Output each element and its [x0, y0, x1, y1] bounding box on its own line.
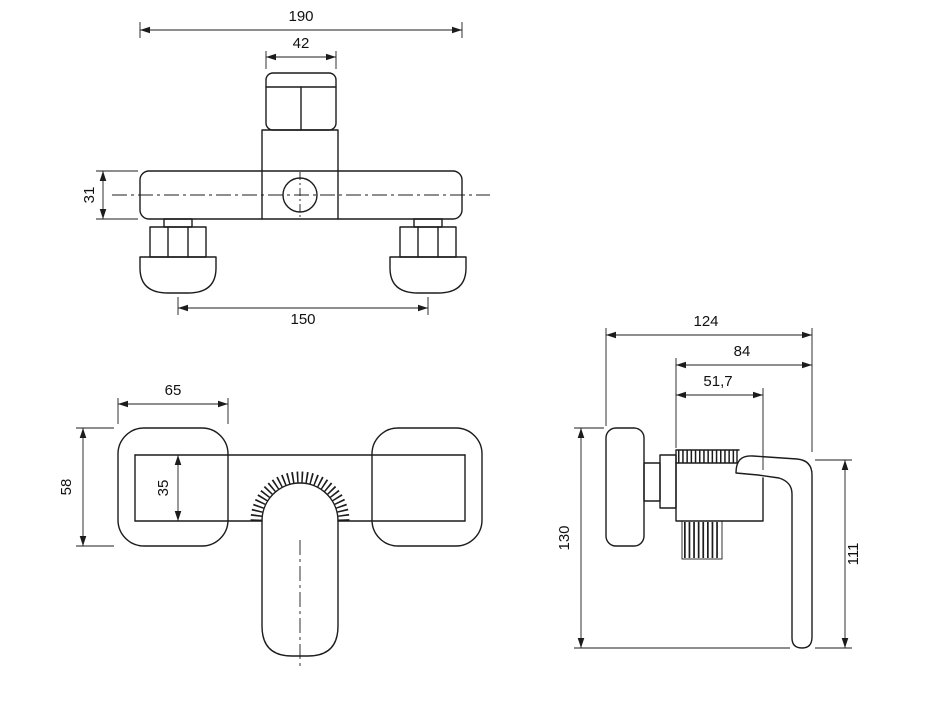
- front-left-mount: [139, 218, 217, 294]
- dim-front-body-height: 31: [81, 170, 138, 220]
- dim-line: [675, 358, 812, 448]
- side-wall-flange: [605, 427, 645, 547]
- collar-knurl-band: [250, 471, 350, 522]
- right-nut-slots: [417, 226, 439, 258]
- dim-arrow: [178, 304, 188, 312]
- dim-line: [117, 398, 229, 424]
- dim-label-body-depth: 35: [155, 480, 172, 497]
- collar-inner-arc: [261, 482, 339, 522]
- dim-arrow: [218, 400, 228, 408]
- dim-arrow: [99, 171, 107, 181]
- dim-arrow: [118, 400, 128, 408]
- dim-side-total-height: 130: [556, 427, 790, 649]
- dim-arrow: [418, 304, 428, 312]
- dim-line: [76, 427, 114, 547]
- dim-arrow: [841, 460, 849, 470]
- dim-arrow: [577, 428, 585, 438]
- side-view: 124 84 51,7 130 111: [556, 313, 862, 649]
- dim-label-total-height: 130: [556, 525, 573, 550]
- dim-arrow: [676, 391, 686, 399]
- dim-arrow: [174, 455, 182, 465]
- dim-arrow: [841, 638, 849, 648]
- dim-arrow: [79, 428, 87, 438]
- dim-arrow: [140, 26, 150, 34]
- dim-label-body-depth: 84: [734, 343, 751, 360]
- dim-arrow: [802, 361, 812, 369]
- dim-arrow: [802, 331, 812, 339]
- dim-arrow: [326, 53, 336, 61]
- dim-plan-flange-depth: 58: [58, 427, 114, 547]
- dim-side-handle-drop: 111: [815, 459, 862, 649]
- dim-arrow: [99, 209, 107, 219]
- dim-front-handle-width: 42: [265, 35, 337, 69]
- dim-label-cartridge-depth: 51,7: [703, 373, 732, 390]
- left-mount-neck: [163, 218, 193, 228]
- plan-right-flange: [371, 427, 483, 547]
- dim-side-body-depth: 84: [675, 343, 812, 448]
- body-outline: [675, 449, 764, 522]
- plan-body-bar: [134, 454, 466, 522]
- dim-plan-body-depth: 35: [155, 455, 182, 521]
- body-knurl-edges: [675, 449, 738, 464]
- top-view: 65 58 35: [58, 382, 483, 668]
- dim-arrow: [753, 391, 763, 399]
- dim-label-total-depth: 124: [693, 313, 718, 330]
- dim-side-cartridge-depth: 51,7: [676, 373, 764, 470]
- left-mount-nut: [149, 226, 207, 258]
- right-escutcheon: [389, 256, 467, 294]
- dim-arrow: [606, 331, 616, 339]
- dim-label-handle-width: 42: [293, 35, 310, 52]
- dim-line: [574, 427, 790, 649]
- dim-arrow: [266, 53, 276, 61]
- dim-front-mounting-centers: 150: [177, 297, 429, 328]
- connector-step-2: [659, 454, 677, 509]
- dim-line: [676, 388, 764, 470]
- front-cartridge-housing: [261, 129, 339, 220]
- left-nut-slots: [167, 226, 189, 258]
- plan-left-flange: [117, 427, 229, 547]
- left-escutcheon: [139, 256, 217, 294]
- dim-label-flange-width: 65: [165, 382, 182, 399]
- outlet-outline: [681, 520, 723, 560]
- dim-arrow: [79, 536, 87, 546]
- plan-knurled-collar: [250, 471, 350, 522]
- right-mount-neck: [413, 218, 443, 228]
- dim-label-total-width: 190: [288, 8, 313, 25]
- side-lever-handle: [735, 455, 813, 649]
- dim-arrow: [452, 26, 462, 34]
- bar-end-caps: [134, 454, 466, 522]
- front-view: 190 42 31 150: [81, 8, 490, 328]
- dim-label-handle-drop: 111: [845, 543, 862, 566]
- dim-arrow: [676, 361, 686, 369]
- front-right-mount: [389, 218, 467, 294]
- dim-arrow: [174, 511, 182, 521]
- dim-line: [605, 328, 813, 452]
- side-connector: [643, 454, 677, 509]
- dim-line: [815, 459, 852, 649]
- dim-line: [177, 297, 429, 315]
- dim-plan-flange-width: 65: [117, 382, 229, 424]
- dim-label-mounting-centers: 150: [290, 311, 315, 328]
- dim-label-body-height: 31: [81, 187, 98, 204]
- connector-step-1: [643, 462, 661, 502]
- dim-line: [265, 51, 337, 69]
- dim-front-total-width: 190: [139, 8, 463, 38]
- front-handle: [265, 72, 337, 131]
- dim-arrow: [577, 638, 585, 648]
- side-body: [675, 449, 764, 522]
- dim-label-flange-depth: 58: [58, 479, 75, 496]
- dim-side-total-depth: 124: [605, 313, 813, 452]
- side-threaded-outlet: [681, 520, 723, 560]
- right-mount-nut: [399, 226, 457, 258]
